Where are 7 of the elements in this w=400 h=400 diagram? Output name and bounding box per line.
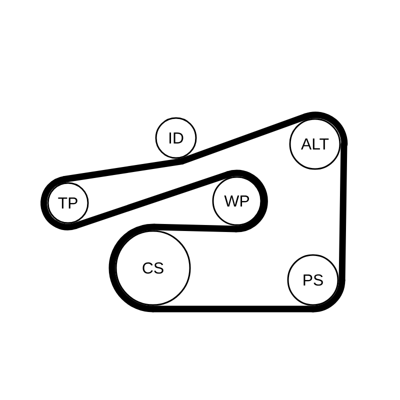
pulley: ID (155, 117, 197, 159)
pulley: ALT (289, 118, 341, 170)
pulley: CS (115, 230, 191, 306)
belt (178, 113, 309, 165)
pulley: PS (287, 254, 339, 306)
pulley: WP (212, 176, 262, 226)
pulley: TP (47, 182, 89, 224)
